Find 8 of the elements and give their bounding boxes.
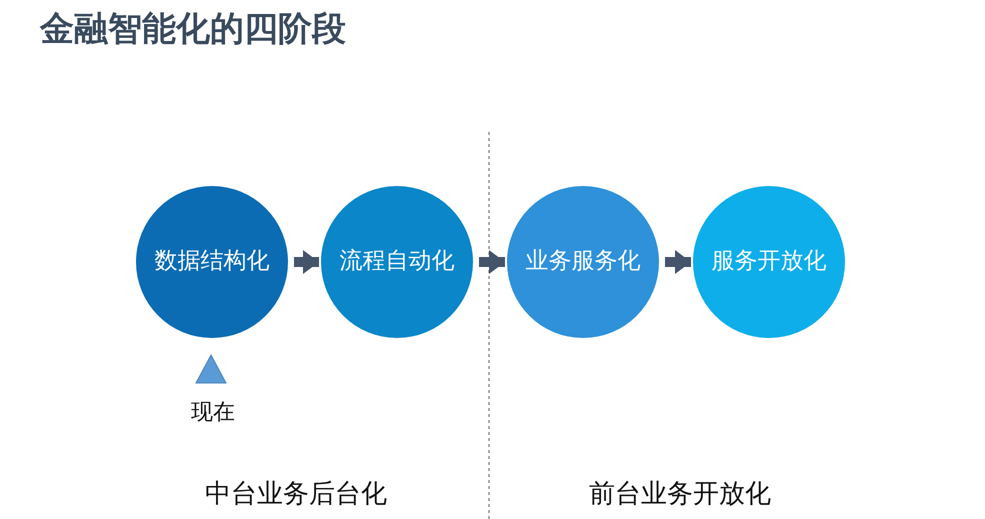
phase-label: 中台业务后台化 [205,479,387,509]
stage-label: 数据结构化 [154,247,270,276]
stage-label: 服务开放化 [710,247,828,276]
phase-label: 前台业务开放化 [589,479,771,509]
marker-label: 现在 [191,400,235,425]
stage-label: 流程自动化 [338,247,456,276]
title: 金融智能化的四阶段 [40,8,346,51]
stage-label: 业务服务化 [524,247,642,276]
